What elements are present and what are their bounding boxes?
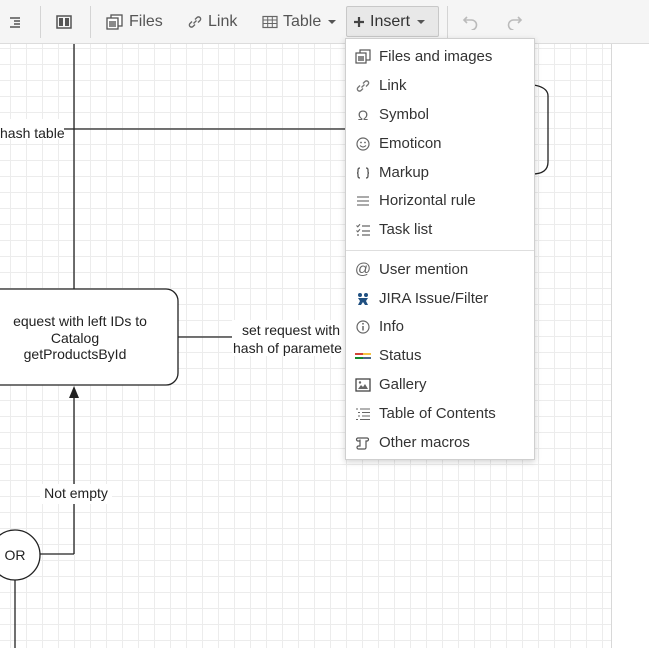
table-button[interactable]: Table <box>256 6 342 37</box>
link-icon <box>188 15 202 28</box>
omega-icon: Ω <box>357 106 369 123</box>
markup-icon <box>355 165 371 181</box>
horizontal-rule-icon <box>355 193 371 209</box>
indent-button[interactable] <box>2 6 28 37</box>
editor-toolbar: Files Link Table Insert <box>0 0 649 44</box>
insert-label: Insert <box>370 12 411 30</box>
redo-button[interactable] <box>499 6 529 37</box>
label-background <box>0 119 64 139</box>
menu-item-label: JIRA Issue/Filter <box>379 290 489 307</box>
request-box-line: getProductsById <box>24 346 127 362</box>
menu-item-user-mention[interactable]: @ User mention <box>346 255 534 284</box>
toolbar-separator <box>90 6 91 38</box>
menu-item-label: Link <box>379 77 407 94</box>
menu-item-files-images[interactable]: Files and images <box>346 42 534 71</box>
not-empty-label: Not empty <box>44 485 108 501</box>
toolbar-separator <box>447 6 448 38</box>
toolbar-separator <box>40 6 41 38</box>
toc-icon <box>355 406 371 422</box>
undo-icon <box>462 15 478 30</box>
menu-item-label: Symbol <box>379 106 430 123</box>
request-box-line: equest with left IDs to <box>13 313 147 329</box>
menu-item-label: Gallery <box>379 376 427 393</box>
label-background <box>232 320 347 356</box>
info-icon <box>355 319 371 335</box>
link-icon <box>355 78 371 94</box>
hash-table-label: hash table <box>0 125 65 141</box>
chevron-down-icon <box>417 19 426 24</box>
menu-item-label: Emoticon <box>379 135 442 152</box>
menu-item-label: Horizontal rule <box>379 192 476 209</box>
at-icon: @ <box>354 260 372 278</box>
canvas-border <box>611 44 612 648</box>
menu-item-symbol[interactable]: Ω Symbol <box>346 100 534 129</box>
insert-button[interactable]: Insert <box>346 6 439 37</box>
label-background <box>40 484 112 504</box>
files-icon <box>106 13 123 30</box>
link-button[interactable]: Link <box>181 6 243 37</box>
status-icon <box>355 348 371 364</box>
flow-diagram: hash table equest with left IDs to Catal… <box>0 44 549 648</box>
menu-divider <box>346 250 534 251</box>
menu-item-label: Status <box>379 347 422 364</box>
undo-button[interactable] <box>456 6 486 37</box>
menu-item-link[interactable]: Link <box>346 71 534 100</box>
menu-item-label: Table of Contents <box>379 405 496 422</box>
menu-item-label: Files and images <box>379 48 493 65</box>
set-request-label: hash of paramete <box>233 340 342 356</box>
menu-item-jira[interactable]: JIRA Issue/Filter <box>346 284 534 313</box>
menu-item-label: Info <box>379 318 405 335</box>
menu-item-toc[interactable]: Table of Contents <box>346 399 534 428</box>
menu-item-info[interactable]: Info <box>346 312 534 341</box>
or-label: OR <box>5 547 26 563</box>
menu-item-other-macros[interactable]: Other macros <box>346 428 534 457</box>
menu-item-label: Other macros <box>379 434 470 451</box>
layout-icon <box>56 14 72 29</box>
menu-item-task-list[interactable]: Task list <box>346 215 534 244</box>
menu-item-label: Task list <box>379 221 433 238</box>
menu-item-horizontal-rule[interactable]: Horizontal rule <box>346 186 534 215</box>
chevron-down-icon <box>328 19 337 24</box>
macro-icon <box>355 435 371 451</box>
files-label: Files <box>129 12 163 30</box>
set-request-label: set request with <box>242 322 340 338</box>
table-icon <box>262 15 278 28</box>
menu-item-label: Markup <box>379 164 430 181</box>
gallery-icon <box>355 377 371 393</box>
smiley-icon <box>355 136 371 152</box>
files-button[interactable]: Files <box>100 6 169 37</box>
request-box-line: Catalog <box>51 330 99 346</box>
menu-item-gallery[interactable]: Gallery <box>346 370 534 399</box>
indent-icon <box>10 16 20 28</box>
files-images-icon <box>355 48 371 65</box>
insert-menu: Files and images Link Ω Symbol Emoticon … <box>345 38 535 460</box>
menu-item-status[interactable]: Status <box>346 341 534 370</box>
table-label: Table <box>283 12 322 30</box>
arrow-head <box>69 386 79 398</box>
jira-icon <box>355 291 371 307</box>
plus-icon <box>354 16 364 27</box>
menu-item-label: User mention <box>379 261 469 278</box>
redo-icon <box>507 15 523 30</box>
task-list-icon <box>355 222 371 238</box>
link-label: Link <box>208 12 238 30</box>
page-layout-button[interactable] <box>50 6 78 37</box>
menu-item-emoticon[interactable]: Emoticon <box>346 129 534 158</box>
menu-item-markup[interactable]: Markup <box>346 158 534 187</box>
